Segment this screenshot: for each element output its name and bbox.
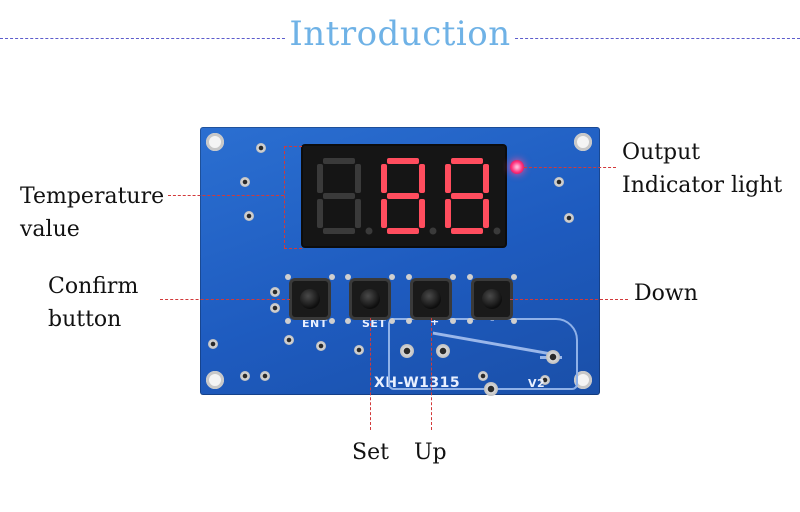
digit-1-segment-b bbox=[355, 164, 361, 193]
solder-pad bbox=[478, 371, 488, 381]
digit-2-segment-g bbox=[387, 193, 419, 199]
digit-1-segment-g bbox=[323, 193, 355, 199]
relay-pad bbox=[484, 382, 498, 396]
digit-3-decimal-point bbox=[493, 227, 501, 235]
button-cap bbox=[421, 289, 441, 309]
set-button[interactable] bbox=[345, 274, 395, 324]
solder-pad bbox=[270, 287, 280, 297]
leader-temperature-bracket-top bbox=[284, 146, 302, 147]
title-rule-left bbox=[0, 38, 290, 39]
title-rule-right bbox=[510, 38, 800, 39]
label-up: Up bbox=[414, 440, 447, 465]
digit-3-segment-e bbox=[445, 199, 451, 228]
digit-3-segment-g bbox=[451, 193, 483, 199]
mount-hole bbox=[206, 133, 224, 151]
digit-2-segment-e bbox=[381, 199, 387, 228]
leader-temperature-bracket bbox=[284, 146, 285, 248]
relay-pad bbox=[436, 344, 450, 358]
leader-set bbox=[370, 318, 371, 430]
solder-pad bbox=[240, 371, 250, 381]
digit-1-segment-d bbox=[323, 228, 355, 234]
solder-pad bbox=[240, 177, 250, 187]
solder-pad bbox=[270, 303, 280, 313]
solder-pad bbox=[256, 143, 266, 153]
leader-confirm bbox=[160, 299, 290, 300]
page-title: Introduction bbox=[0, 14, 800, 54]
digit-2-segment-a bbox=[387, 158, 419, 164]
board-v2-label: V2 bbox=[528, 377, 546, 390]
relay-trace bbox=[432, 331, 552, 356]
solder-pad bbox=[208, 339, 218, 349]
solder-pad bbox=[316, 341, 326, 351]
digit-2-decimal-point bbox=[429, 227, 437, 235]
mount-hole bbox=[206, 371, 224, 389]
solder-pad bbox=[564, 213, 574, 223]
seven-segment-display bbox=[303, 146, 505, 246]
button-cap bbox=[300, 289, 320, 309]
relay-pad bbox=[546, 350, 560, 364]
digit-2-segment-d bbox=[387, 228, 419, 234]
digit-2-segment-b bbox=[419, 164, 425, 193]
button-cap bbox=[482, 289, 502, 309]
leader-up bbox=[431, 318, 432, 430]
leader-down bbox=[510, 299, 628, 300]
digit-1-segment-f bbox=[317, 164, 323, 193]
digit-3-segment-a bbox=[451, 158, 483, 164]
solder-pad bbox=[554, 177, 564, 187]
button-mark-ent: ENT bbox=[302, 317, 328, 330]
digit-3-segment-c bbox=[483, 199, 489, 228]
leader-temperature-bracket-bottom bbox=[284, 248, 302, 249]
digit-3-segment-f bbox=[445, 164, 451, 193]
solder-pad bbox=[244, 211, 254, 221]
mount-hole bbox=[574, 133, 592, 151]
up-button[interactable] bbox=[406, 274, 456, 324]
ent-button[interactable] bbox=[285, 274, 335, 324]
leader-output bbox=[524, 167, 616, 168]
label-confirm-button: Confirm button bbox=[48, 274, 139, 332]
label-down: Down bbox=[634, 281, 698, 306]
digit-2-segment-c bbox=[419, 199, 425, 228]
digit-1-decimal-point bbox=[365, 227, 373, 235]
solder-pad bbox=[260, 371, 270, 381]
button-mark-plus: + bbox=[430, 315, 440, 328]
down-button[interactable] bbox=[467, 274, 517, 324]
solder-pad bbox=[540, 375, 550, 385]
solder-pad bbox=[354, 345, 364, 355]
digit-3-segment-b bbox=[483, 164, 489, 193]
mount-hole bbox=[574, 371, 592, 389]
label-output-indicator: Output Indicator light bbox=[622, 140, 783, 198]
button-cap bbox=[360, 289, 380, 309]
display-digits bbox=[317, 158, 501, 235]
solder-pad bbox=[284, 335, 294, 345]
leader-temperature bbox=[168, 195, 284, 196]
output-indicator-led bbox=[510, 160, 524, 174]
label-set: Set bbox=[352, 440, 389, 465]
digit-1-segment-c bbox=[355, 199, 361, 228]
digit-2-segment-f bbox=[381, 164, 387, 193]
digit-1-segment-e bbox=[317, 199, 323, 228]
digit-1-segment-a bbox=[323, 158, 355, 164]
button-mark-set: SET bbox=[362, 317, 387, 330]
digit-3-segment-d bbox=[451, 228, 483, 234]
relay-pad bbox=[400, 344, 414, 358]
label-temperature-value: Temperature value bbox=[20, 184, 165, 242]
